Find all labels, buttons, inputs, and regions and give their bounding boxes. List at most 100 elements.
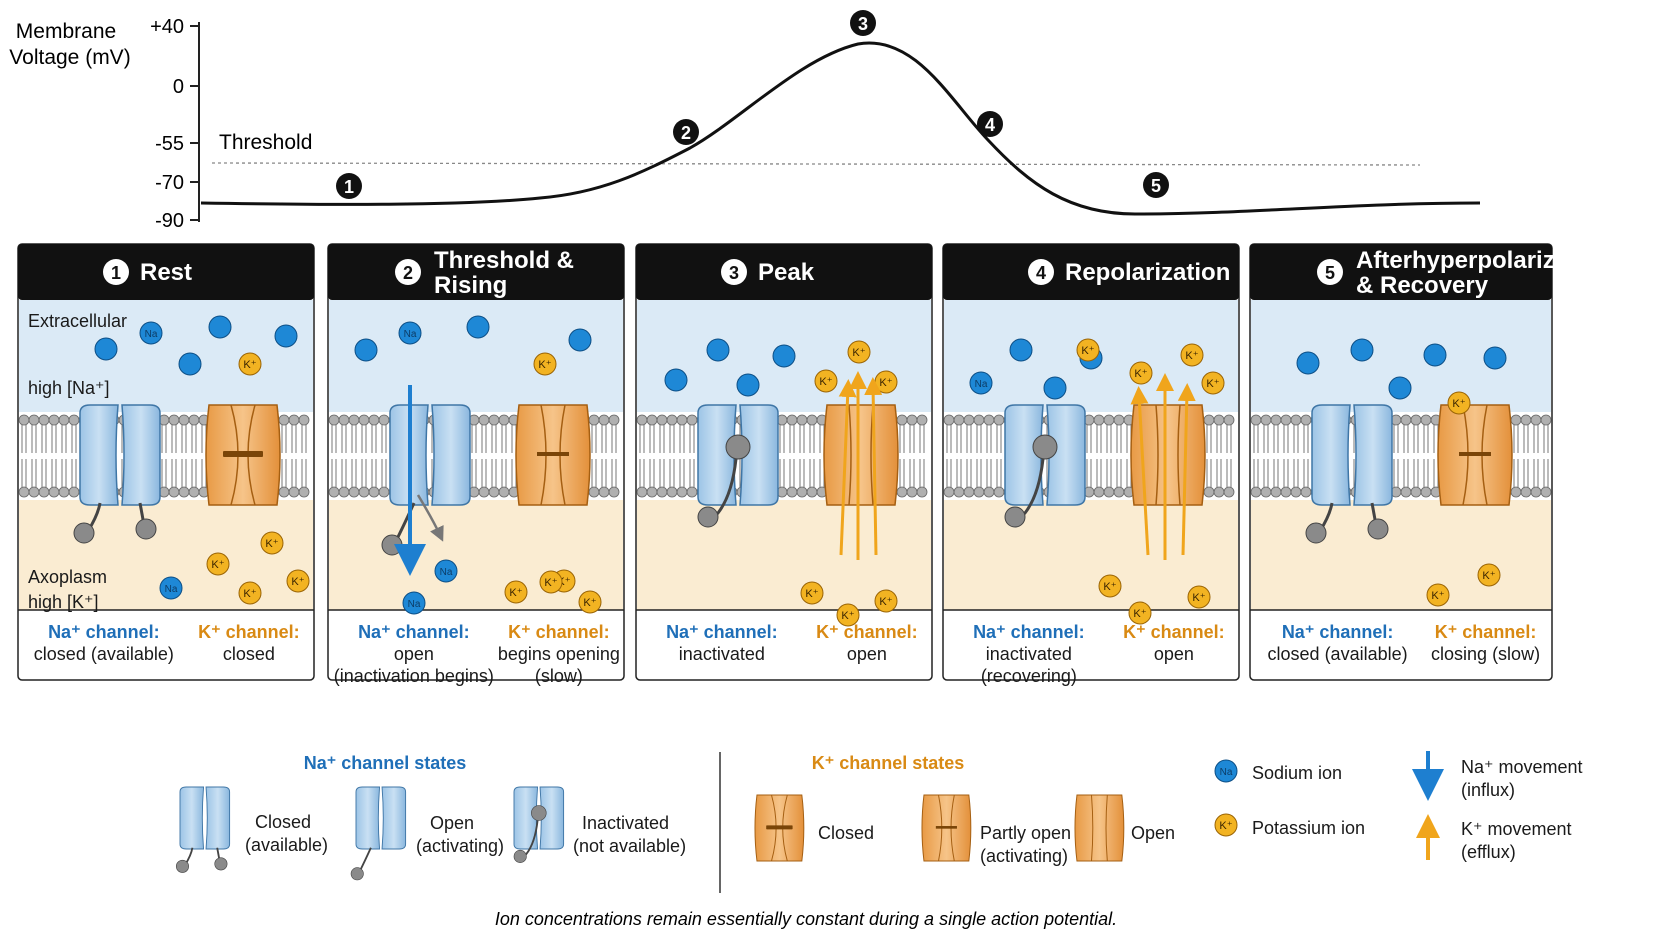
marker-3: 3 bbox=[850, 10, 876, 36]
sodium-ion-icon bbox=[1423, 343, 1447, 367]
svg-text:K⁺: K⁺ bbox=[1133, 608, 1146, 620]
potassium-ion-icon: K⁺ bbox=[847, 340, 871, 364]
stage-number: 5 bbox=[1325, 263, 1335, 283]
na-channel-closed-icon bbox=[73, 404, 161, 544]
potassium-ion-icon: K⁺ bbox=[1447, 391, 1471, 415]
panel-header bbox=[328, 244, 624, 300]
svg-text:K⁺: K⁺ bbox=[1219, 820, 1232, 832]
threshold-line bbox=[211, 162, 1421, 166]
high-k-label: high [K⁺] bbox=[28, 592, 99, 612]
y-axis-label-line2: Voltage (mV) bbox=[9, 46, 130, 69]
sodium-ion-icon: Na bbox=[402, 591, 426, 615]
threshold-label: Threshold bbox=[219, 131, 312, 154]
svg-text:Na: Na bbox=[1220, 767, 1233, 778]
svg-text:K⁺: K⁺ bbox=[841, 610, 854, 622]
svg-text:5: 5 bbox=[1151, 176, 1161, 196]
tick-label: -70 bbox=[155, 172, 184, 194]
legend-na-movement-label: Na⁺ movement(influx) bbox=[1461, 757, 1583, 800]
svg-text:K⁺: K⁺ bbox=[1452, 398, 1465, 410]
na-channel-state: inactivated bbox=[679, 644, 765, 664]
potassium-ion-icon: K⁺ bbox=[814, 369, 838, 393]
gate-motion-arrow-icon bbox=[416, 494, 444, 542]
svg-text:K⁺: K⁺ bbox=[1134, 368, 1147, 380]
potassium-ion-icon: K⁺ bbox=[874, 370, 898, 394]
extracellular-region bbox=[19, 300, 313, 412]
sodium-ion-icon bbox=[1483, 346, 1507, 370]
na-channel-state: closed (available) bbox=[1268, 644, 1408, 664]
panel-header bbox=[1250, 244, 1552, 300]
potassium-ion-icon: K⁺ bbox=[1477, 563, 1501, 587]
svg-text:Na: Na bbox=[975, 379, 988, 390]
na-channel-state: inactivated bbox=[986, 644, 1072, 664]
potassium-ion-icon: K⁺ bbox=[874, 589, 898, 613]
potassium-ion-icon: K⁺ bbox=[238, 581, 262, 605]
potassium-ion-icon: K⁺ bbox=[238, 352, 262, 376]
stage-title: Peak bbox=[758, 259, 815, 286]
svg-text:K⁺: K⁺ bbox=[211, 559, 224, 571]
sodium-ion-icon bbox=[178, 352, 202, 376]
sodium-ion-icon bbox=[1009, 338, 1033, 362]
legend-k-partly-label: Partly open(activating) bbox=[980, 823, 1071, 866]
axoplasm-label: Axoplasm bbox=[28, 567, 107, 587]
stage-number: 1 bbox=[111, 263, 121, 283]
stage-number-badge bbox=[721, 259, 747, 285]
svg-text:K⁺: K⁺ bbox=[852, 347, 865, 359]
legend-channel-icon bbox=[513, 786, 565, 863]
svg-text:Na: Na bbox=[145, 329, 158, 340]
k-channel-closed-icon bbox=[205, 404, 281, 506]
potassium-ion-icon: K⁺ bbox=[1128, 601, 1152, 625]
na-channel-inactivated-icon bbox=[697, 404, 779, 528]
sodium-ion-icon bbox=[736, 373, 760, 397]
voltage-graph: Membrane Voltage (mV) +40 0 -55 -70 -90 … bbox=[9, 10, 1481, 232]
legend-channel-icon bbox=[1074, 794, 1125, 862]
svg-text:K⁺: K⁺ bbox=[291, 576, 304, 588]
k-channel-open-icon bbox=[823, 404, 899, 506]
na-channel-state: (inactivation begins) bbox=[334, 666, 494, 686]
potassium-ion-icon: K⁺ bbox=[1214, 813, 1238, 837]
legend-potassium-label: Potassium ion bbox=[1252, 818, 1365, 838]
potassium-ion-icon: K⁺ bbox=[1201, 371, 1225, 395]
sodium-ion-icon: Na bbox=[159, 576, 183, 600]
svg-text:K⁺: K⁺ bbox=[544, 577, 557, 589]
potassium-ion-icon: K⁺ bbox=[1098, 574, 1122, 598]
na-channel-closed-icon bbox=[1305, 404, 1393, 544]
k-channel-partly-icon bbox=[515, 404, 591, 506]
legend-na-inactivated-label: Inactivated(not available) bbox=[573, 813, 686, 856]
svg-text:Na: Na bbox=[165, 584, 178, 595]
svg-text:K⁺: K⁺ bbox=[243, 588, 256, 600]
potassium-ion-icon: K⁺ bbox=[206, 552, 230, 576]
stage-title-line2: Rising bbox=[434, 272, 507, 299]
potassium-ion-icon: K⁺ bbox=[539, 570, 563, 594]
legend-sodium-label: Sodium ion bbox=[1252, 763, 1342, 783]
tick-label: 0 bbox=[173, 76, 184, 98]
k-channel-label: K⁺ channel: bbox=[1435, 622, 1537, 642]
panel-header bbox=[18, 244, 314, 300]
svg-text:K⁺: K⁺ bbox=[819, 376, 832, 388]
stage-title-line1: Threshold & bbox=[434, 247, 574, 274]
legend-k-movement-label: K⁺ movement(efflux) bbox=[1461, 819, 1572, 862]
stage-number: 3 bbox=[729, 263, 739, 283]
sodium-ion-icon bbox=[664, 368, 688, 392]
svg-text:3: 3 bbox=[858, 14, 868, 34]
svg-text:Na: Na bbox=[404, 329, 417, 340]
sodium-ion-icon bbox=[94, 337, 118, 361]
na-channel-inactivated-icon bbox=[1004, 404, 1086, 528]
k-channel-closed-icon bbox=[754, 794, 805, 862]
stage-title: Repolarization bbox=[1065, 259, 1230, 286]
sodium-ion-icon bbox=[1043, 376, 1067, 400]
svg-text:K⁺: K⁺ bbox=[1192, 592, 1205, 604]
marker-5: 5 bbox=[1143, 172, 1169, 198]
potassium-ion-icon: K⁺ bbox=[1129, 361, 1153, 385]
svg-text:K⁺: K⁺ bbox=[1431, 590, 1444, 602]
axoplasm-region bbox=[329, 500, 623, 610]
svg-text:K⁺: K⁺ bbox=[1185, 350, 1198, 362]
k-channel-partly-icon bbox=[1437, 404, 1513, 506]
k-channel-partly-icon bbox=[921, 794, 972, 862]
potassium-ion-icon: K⁺ bbox=[800, 581, 824, 605]
legend-k-open-label: Open bbox=[1131, 823, 1175, 843]
sodium-ion-icon: Na bbox=[1214, 759, 1238, 783]
stage-title: Rest bbox=[140, 259, 192, 286]
